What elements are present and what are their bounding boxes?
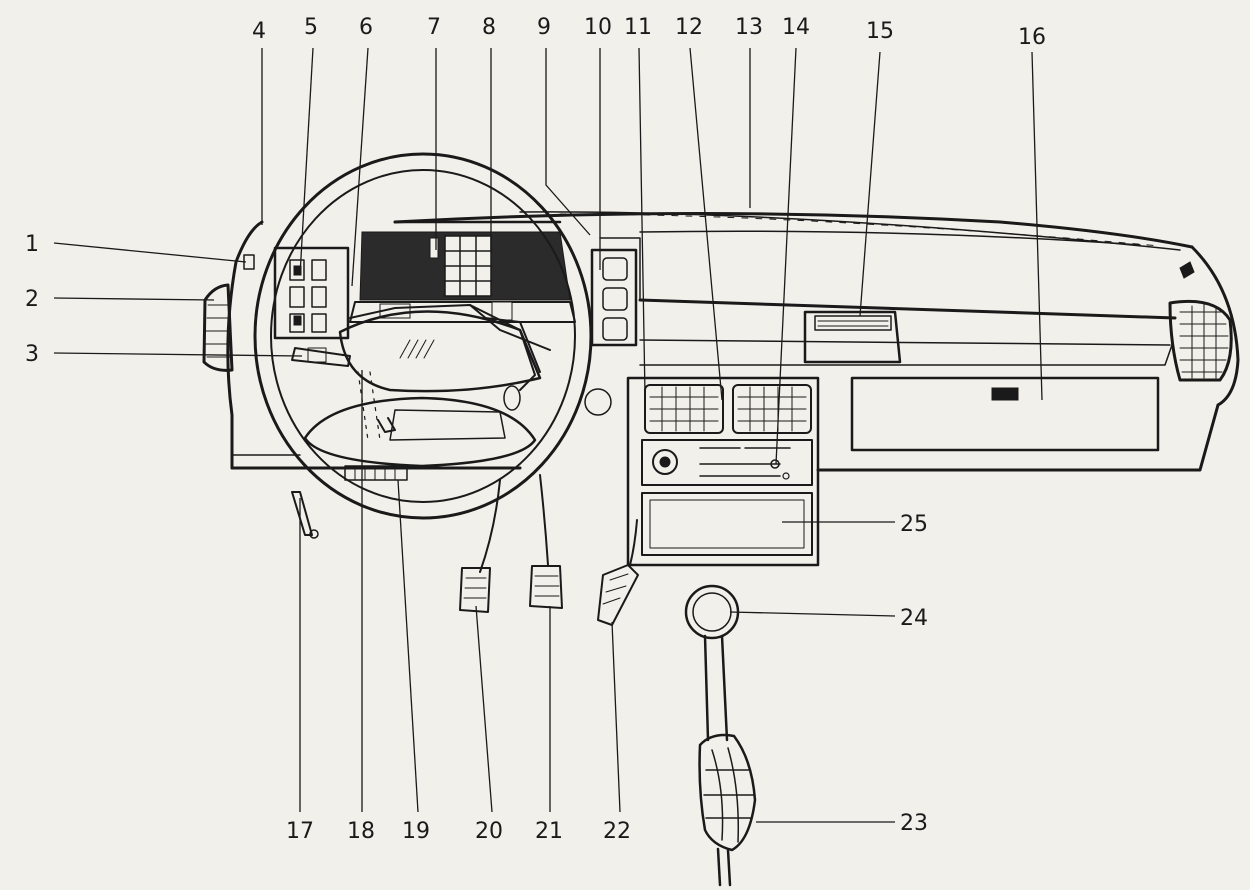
callout-8: 8 — [482, 15, 496, 40]
callout-7: 7 — [427, 15, 441, 40]
callout-10: 10 — [584, 15, 612, 40]
callout-5: 5 — [304, 15, 318, 40]
callout-4: 4 — [252, 19, 266, 44]
callout-15: 15 — [866, 19, 894, 44]
instrument-cluster — [349, 220, 576, 323]
callout-13: 13 — [735, 15, 763, 40]
callout-numbers: 1 2 3 4 5 6 7 8 9 10 11 12 13 14 15 16 1… — [25, 15, 1046, 844]
dashboard-body — [202, 211, 1240, 472]
callout-19: 19 — [402, 819, 430, 844]
steering-wheel — [253, 152, 593, 520]
callout-21: 21 — [535, 819, 563, 844]
callout-2: 2 — [25, 287, 39, 312]
callout-14: 14 — [782, 15, 810, 40]
left-switch-panel — [273, 246, 350, 340]
callout-11: 11 — [624, 15, 652, 40]
callout-18: 18 — [347, 819, 375, 844]
center-console — [626, 310, 902, 567]
right-switch-panel — [590, 248, 638, 347]
callout-25: 25 — [900, 512, 928, 537]
callout-16: 16 — [1018, 25, 1046, 50]
callout-24: 24 — [900, 606, 928, 631]
pedals — [291, 474, 639, 626]
callout-3: 3 — [25, 342, 39, 367]
callout-22: 22 — [603, 819, 631, 844]
callout-1: 1 — [25, 232, 39, 257]
callout-6: 6 — [359, 15, 373, 40]
leader-lines — [53, 47, 1043, 823]
callout-20: 20 — [475, 819, 503, 844]
callout-12: 12 — [675, 15, 703, 40]
callout-17: 17 — [286, 819, 314, 844]
callout-9: 9 — [537, 15, 551, 40]
callout-23: 23 — [900, 811, 928, 836]
gear-lever — [684, 584, 757, 887]
